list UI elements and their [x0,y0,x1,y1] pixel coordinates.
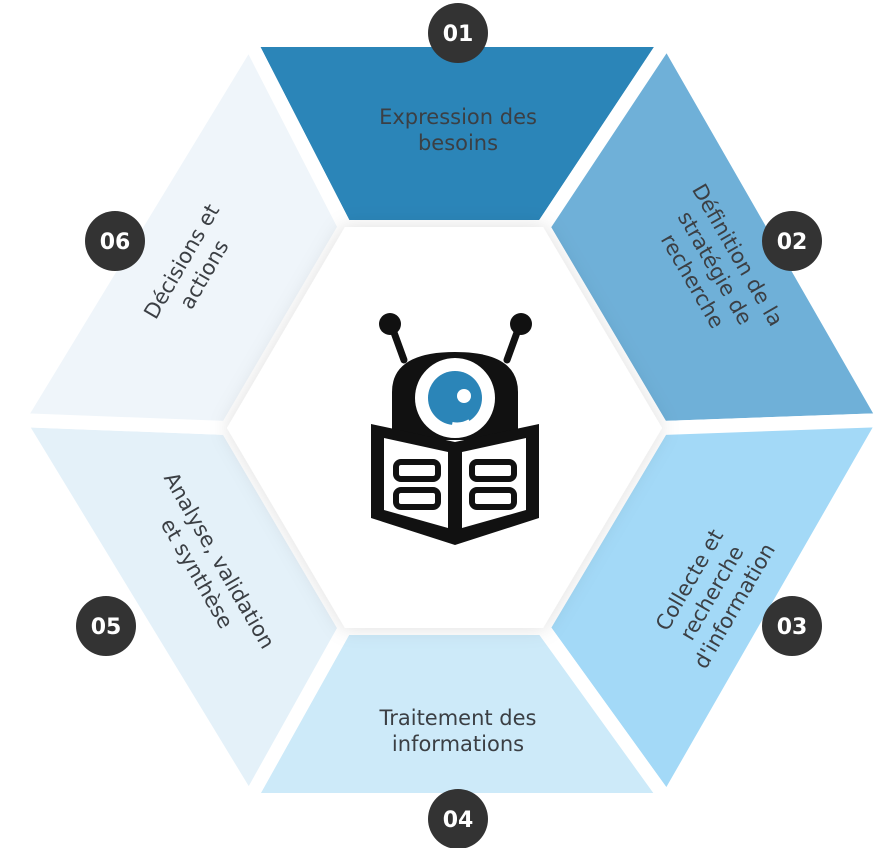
step-label-line: Expression des [379,105,537,129]
step-number: 05 [91,615,122,640]
step-label-line: informations [392,732,524,756]
step-badge-02: 02 [762,211,822,271]
step-badge-circle [428,3,488,63]
step-label-line: besoins [418,131,498,155]
segments [11,33,886,807]
step-number: 06 [100,230,131,255]
step-badge-06: 06 [85,211,145,271]
step-label-line: Traitement des [378,706,536,730]
step-badge-03: 03 [762,596,822,656]
step-number: 01 [443,22,474,47]
step-badge-circle [85,211,145,271]
step-badge-circle [76,596,136,656]
step-number: 04 [443,808,474,833]
robot-reading-newspaper-icon [371,313,539,545]
step-number: 02 [777,230,808,255]
step-badge-01: 01 [428,3,488,63]
step-badge-circle [428,789,488,848]
step-badge-05: 05 [76,596,136,656]
step-badge-circle [762,211,822,271]
step-badge-04: 04 [428,789,488,848]
step-badges: 01 02 03 04 05 06 [76,3,822,848]
step-number: 03 [777,615,808,640]
step-badge-circle [762,596,822,656]
